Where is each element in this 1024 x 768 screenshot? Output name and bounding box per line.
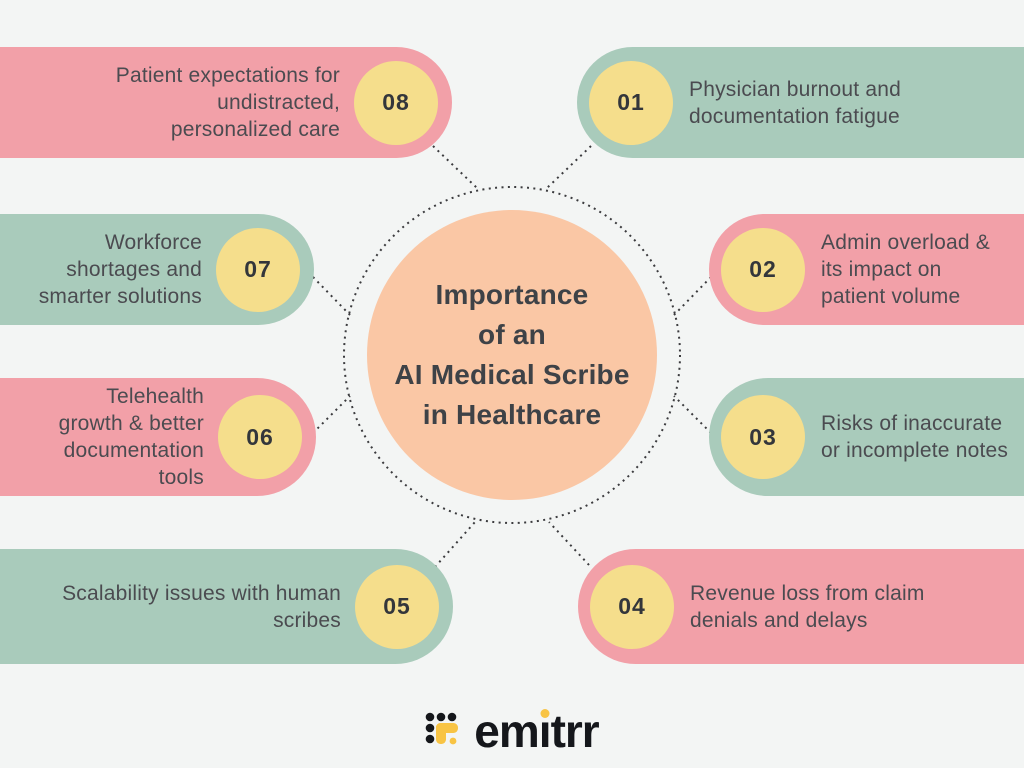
item-number-badge-06: 06 xyxy=(218,395,302,479)
item-number-badge-01: 01 xyxy=(589,60,673,145)
connector-07 xyxy=(312,276,351,316)
item-number-badge-02: 02 xyxy=(721,227,805,312)
item-pill-06: Telehealth growth & better documentation… xyxy=(0,378,316,496)
item-pill-04: 04 Revenue loss from claim denials and d… xyxy=(578,549,1024,664)
item-pill-01: 01 Physician burnout and documentation f… xyxy=(577,47,1024,158)
dotted-ring xyxy=(343,186,681,524)
item-text-04: Revenue loss from claim denials and dela… xyxy=(690,581,925,632)
logo-text-before-i: em xyxy=(474,705,539,757)
item-pill-08: Patient expectations for undistracted, p… xyxy=(0,47,452,158)
item-number-badge-07: 07 xyxy=(216,227,300,312)
item-pill-07: Workforce shortages and smarter solution… xyxy=(0,214,314,325)
item-text-03: Risks of inaccurate or incomplete notes xyxy=(821,412,1009,462)
item-pill-02: 02 Admin overload & its impact on patien… xyxy=(709,214,1024,325)
connector-04 xyxy=(548,521,590,566)
logo-text-after-i: trr xyxy=(550,705,600,757)
item-number-badge-08: 08 xyxy=(354,60,438,145)
connector-06 xyxy=(312,395,351,434)
center-topic-circle: Importance of an AI Medical Scribe in He… xyxy=(367,210,657,500)
item-number-badge-04: 04 xyxy=(590,564,674,649)
connector-05 xyxy=(434,521,476,568)
item-text-01: Physician burnout and documentation fati… xyxy=(689,77,902,128)
connector-01 xyxy=(546,145,592,189)
emitrr-logo-icon xyxy=(425,712,459,745)
logo-letter-i: ı xyxy=(538,705,552,757)
item-number-badge-05: 05 xyxy=(355,564,439,649)
item-text-05: Scalability issues with human scribes xyxy=(62,581,341,632)
item-text-08: Patient expectations for undistracted, p… xyxy=(115,64,340,141)
connector-03 xyxy=(673,395,712,434)
item-text-07: Workforce shortages and smarter solution… xyxy=(38,231,202,308)
connector-08 xyxy=(432,145,478,189)
item-pill-03: 03 Risks of inaccurate or incomplete not… xyxy=(709,378,1024,496)
item-text-02: Admin overload & its impact on patient v… xyxy=(821,231,990,308)
connector-02 xyxy=(673,276,712,316)
item-pill-05: Scalability issues with human scribes 05 xyxy=(0,549,453,664)
item-number-badge-03: 03 xyxy=(721,395,805,479)
logo-i-yellow-dot xyxy=(540,709,550,718)
item-text-06: Telehealth growth & better documentation… xyxy=(58,385,204,489)
infographic-title: Importance of an AI Medical Scribe in He… xyxy=(394,279,630,430)
